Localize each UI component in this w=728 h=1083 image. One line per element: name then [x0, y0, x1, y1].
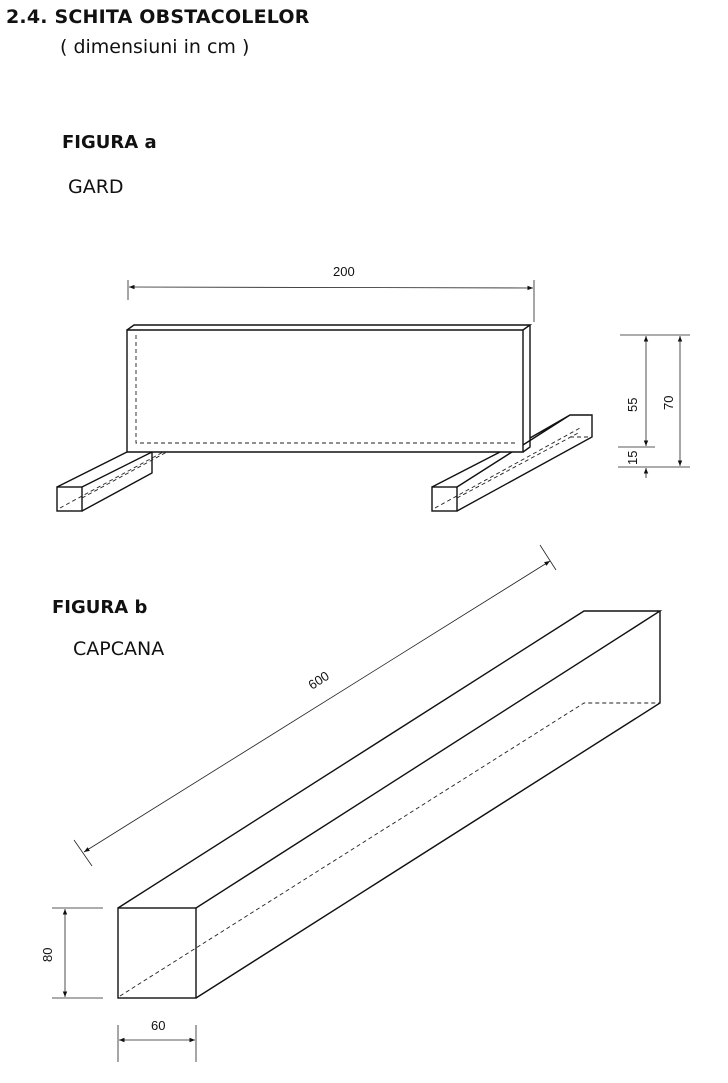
- fence-board: [126, 324, 533, 453]
- dimension-70-label: 70: [661, 396, 676, 410]
- dimension-heights: 55 15 70: [618, 334, 690, 478]
- dimension-15-label: 15: [625, 451, 640, 465]
- dimension-80-label: 80: [40, 948, 55, 962]
- fence-drawing: 200 55 15 70: [56, 264, 690, 512]
- units-note: ( dimensiuni in cm ): [60, 36, 250, 58]
- fence-left-leg: [56, 409, 221, 512]
- figure-a-name: GARD: [68, 176, 124, 198]
- dimension-600-label: 600: [305, 668, 331, 692]
- dimension-55-label: 55: [625, 398, 640, 412]
- figure-a-label: FIGURA a: [62, 132, 157, 153]
- dimension-200: 200: [127, 264, 535, 322]
- dimension-60-label: 60: [151, 1018, 165, 1033]
- trap-drawing: 600 80 60: [40, 544, 663, 1062]
- dimension-80: 80: [40, 907, 103, 999]
- dimension-600: 600: [73, 544, 557, 867]
- dimension-60: 60: [117, 1018, 197, 1062]
- section-title: 2.4. SCHITA OBSTACOLELOR: [6, 6, 310, 28]
- fence-right-leg: [431, 414, 593, 512]
- dimension-200-label: 200: [333, 264, 355, 279]
